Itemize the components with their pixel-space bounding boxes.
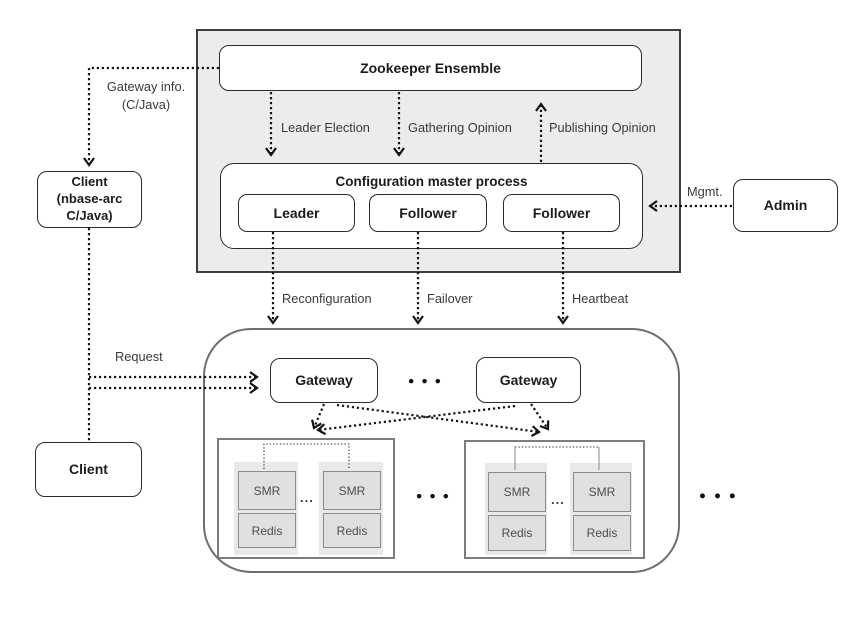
smr-box: SMR xyxy=(573,472,631,512)
admin-label: Admin xyxy=(763,197,808,214)
admin-box: Admin xyxy=(733,179,838,232)
smr-label: SMR xyxy=(338,483,366,498)
config-master-title: Configuration master process xyxy=(335,174,528,189)
label-failover: Failover xyxy=(427,291,473,306)
shard-panel-2-1: SMR Redis xyxy=(485,463,547,555)
smr-label: SMR xyxy=(503,485,531,499)
label-reconfiguration: Reconfiguration xyxy=(282,291,372,306)
smr-box: SMR xyxy=(238,471,296,510)
follower-label-2: Follower xyxy=(532,204,591,221)
gateway-box-2: Gateway xyxy=(476,357,581,403)
gateway-box-1: Gateway xyxy=(270,358,378,403)
redis-box: Redis xyxy=(323,513,381,548)
smr-box: SMR xyxy=(488,472,546,512)
leader-label: Leader xyxy=(273,204,320,221)
ellipsis-between-clusters: ●●● xyxy=(416,490,457,502)
shard-ellipsis-1: ... xyxy=(300,490,314,505)
leader-box: Leader xyxy=(238,194,355,232)
shard-panel-1-1: SMR Redis xyxy=(234,462,298,555)
gateway-label-2: Gateway xyxy=(499,371,558,388)
redis-box: Redis xyxy=(573,515,631,551)
client-box: Client xyxy=(35,442,142,497)
client-label: Client xyxy=(69,461,108,478)
client-sdk-line-1: Client xyxy=(71,174,108,190)
label-gateway-info-line2: (C/Java) xyxy=(121,97,171,112)
redis-label: Redis xyxy=(336,523,368,538)
label-leader-election: Leader Election xyxy=(281,120,370,135)
config-master-box: Configuration master process Leader Foll… xyxy=(220,163,643,249)
ellipsis-right-outside: ●●● xyxy=(699,490,744,502)
follower-label-1: Follower xyxy=(399,204,457,221)
label-gateway-info-line1: Gateway info. xyxy=(106,79,186,94)
label-gathering-opinion: Gathering Opinion xyxy=(408,120,512,135)
follower-box-1: Follower xyxy=(369,194,487,232)
follower-box-2: Follower xyxy=(503,194,620,232)
label-mgmt: Mgmt. xyxy=(687,184,723,199)
zookeeper-ensemble-label: Zookeeper Ensemble xyxy=(360,59,501,76)
client-sdk-line-2: (nbase-arc xyxy=(56,191,123,207)
label-request: Request xyxy=(115,349,163,364)
zookeeper-ensemble-box: Zookeeper Ensemble xyxy=(219,45,642,91)
redis-label: Redis xyxy=(501,526,533,540)
label-heartbeat: Heartbeat xyxy=(572,291,629,306)
label-publishing-opinion: Publishing Opinion xyxy=(549,120,656,135)
redis-box: Redis xyxy=(488,515,546,551)
shard-panel-2-2: SMR Redis xyxy=(570,463,632,555)
shard-ellipsis-2: ... xyxy=(551,492,565,507)
redis-label: Redis xyxy=(586,526,618,540)
shard-panel-1-2: SMR Redis xyxy=(319,462,383,555)
redis-box: Redis xyxy=(238,513,296,548)
smr-label: SMR xyxy=(588,485,616,499)
label-gateway-info: Gateway info. (C/Java) xyxy=(96,78,196,114)
shard-cluster-1: SMR Redis SMR Redis ... xyxy=(217,438,395,559)
smr-label: SMR xyxy=(253,483,281,498)
client-sdk-line-3: C/Java) xyxy=(66,207,113,223)
gateway-label-1: Gateway xyxy=(295,372,353,389)
redis-label: Redis xyxy=(251,523,283,538)
ellipsis-between-gateways: ●●● xyxy=(408,375,449,387)
client-sdk-box: Client (nbase-arc C/Java) xyxy=(37,171,142,228)
shard-cluster-2: SMR Redis SMR Redis ... xyxy=(464,440,645,559)
smr-box: SMR xyxy=(323,471,381,510)
